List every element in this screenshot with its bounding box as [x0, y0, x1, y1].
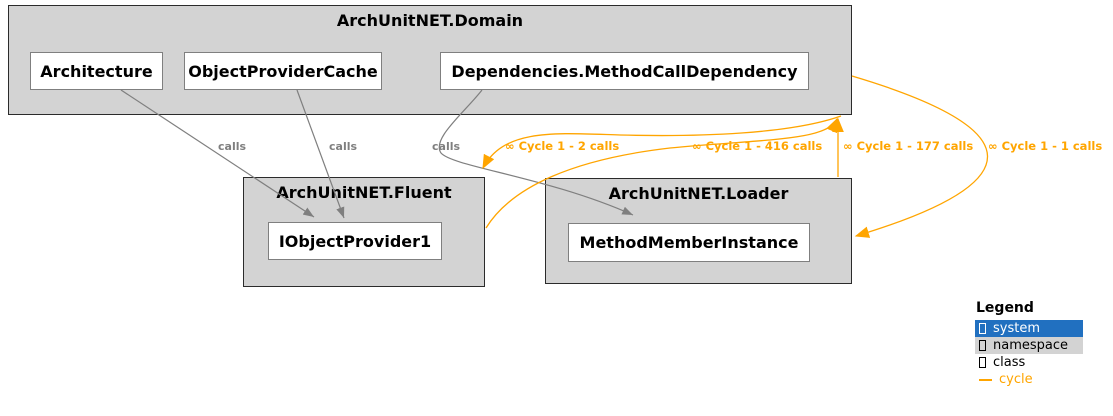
- cycle-label-416-calls: ∞ Cycle 1 - 416 calls: [692, 139, 823, 153]
- node-methodcalldependency: Dependencies.MethodCallDependency: [440, 52, 809, 90]
- node-iobjectprovider1: IObjectProvider1: [268, 222, 442, 260]
- legend-label-cycle: cycle: [999, 372, 1033, 387]
- legend-row-namespace: namespace: [975, 337, 1083, 354]
- cluster-domain-title: ArchUnitNET.Domain: [336, 11, 524, 30]
- legend-row-class: class: [975, 354, 1083, 371]
- legend-row-cycle: cycle: [975, 371, 1083, 388]
- legend: Legend system namespace class cycle: [975, 300, 1083, 388]
- legend-row-system: system: [975, 320, 1083, 337]
- edge-label-calls-3: calls: [432, 140, 461, 153]
- edge-label-calls-2: calls: [329, 140, 358, 153]
- system-icon: [979, 323, 986, 334]
- node-methodmemberinstance: MethodMemberInstance: [568, 223, 810, 262]
- class-icon: [979, 357, 986, 368]
- cluster-loader-title: ArchUnitNET.Loader: [608, 184, 789, 203]
- cycle-label-177-calls: ∞ Cycle 1 - 177 calls: [843, 139, 974, 153]
- cycle-label-1-calls: ∞ Cycle 1 - 1 calls: [988, 139, 1103, 153]
- legend-label-system: system: [993, 321, 1040, 336]
- legend-title: Legend: [976, 300, 1034, 316]
- legend-label-namespace: namespace: [993, 338, 1069, 353]
- legend-label-class: class: [993, 355, 1026, 370]
- cluster-fluent-title: ArchUnitNET.Fluent: [276, 183, 452, 202]
- cycle-edge-1-calls: [851, 75, 988, 238]
- namespace-icon: [979, 340, 986, 351]
- node-objectprovidercache: ObjectProviderCache: [184, 52, 382, 90]
- node-architecture: Architecture: [30, 52, 163, 90]
- edge-label-calls-1: calls: [218, 140, 247, 153]
- cycle-line-icon: [979, 378, 992, 381]
- cycle-label-2-calls: ∞ Cycle 1 - 2 calls: [505, 139, 620, 153]
